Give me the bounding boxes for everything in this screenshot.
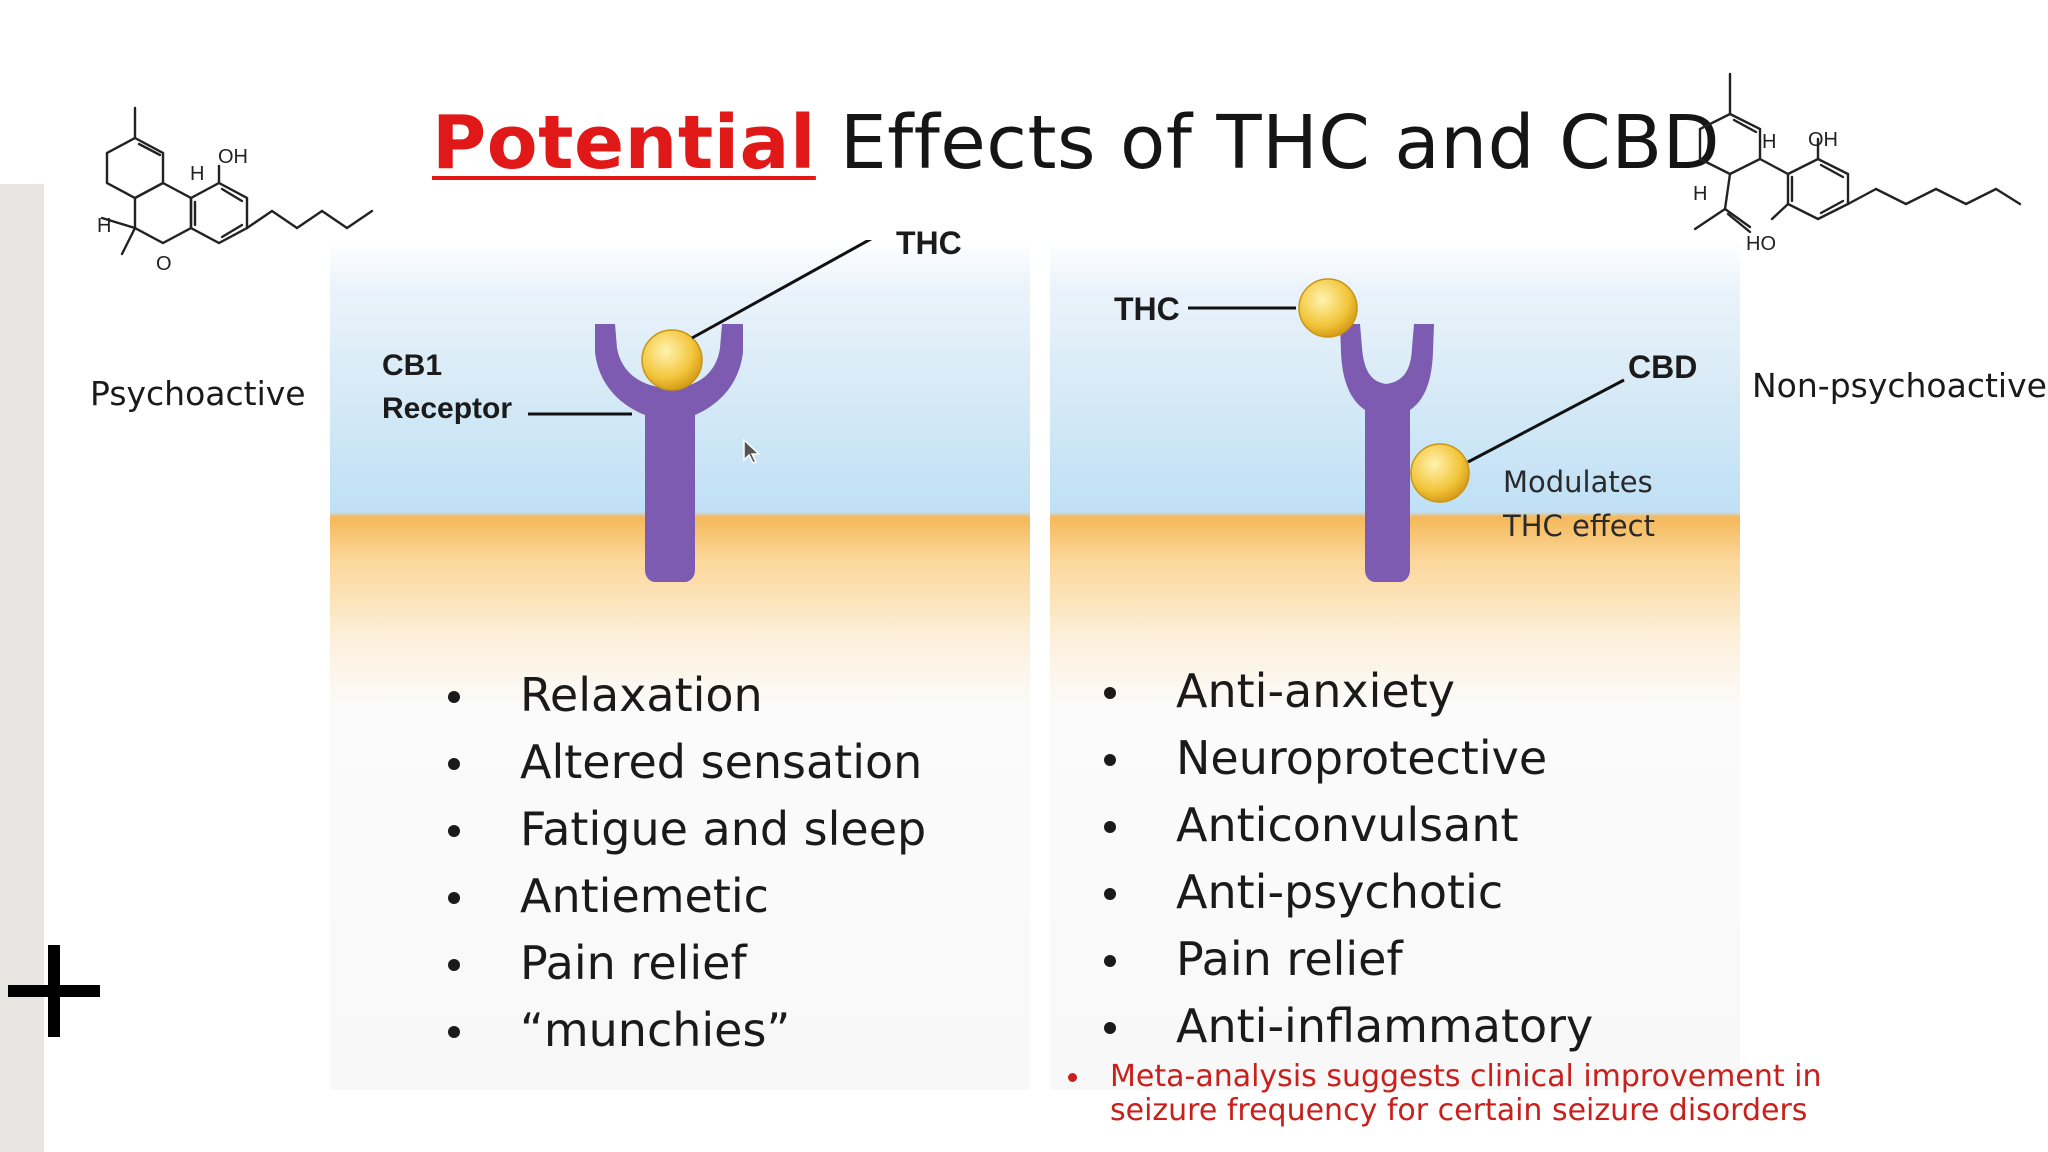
list-item: Anticonvulsant <box>1104 792 1593 859</box>
slide-title: Potential Effects of THC and CBD <box>432 100 1720 186</box>
cbd-molecule-structure: H OH H HO <box>1693 72 2022 255</box>
list-item: Fatigue and sleep <box>448 796 926 863</box>
list-item: Anti-anxiety <box>1104 658 1593 725</box>
list-item: Antiemetic <box>448 863 926 930</box>
thc-caption: Psychoactive <box>90 374 306 413</box>
cbd-atom-h-top: H <box>1762 131 1776 153</box>
modulates-text: Modulates THC effect <box>1503 460 1655 548</box>
mouse-cursor-icon <box>743 438 761 464</box>
thc-atom-oh: OH <box>218 146 248 168</box>
cb1-label-line2: Receptor <box>382 392 512 425</box>
modulates-line2: THC effect <box>1503 509 1655 543</box>
thc-ligand-bound <box>641 329 703 391</box>
cbd-label: CBD <box>1628 349 1697 385</box>
list-item: Relaxation <box>448 662 926 729</box>
list-item: Pain relief <box>1104 926 1593 993</box>
cbd-atom-h-left: H <box>1693 183 1707 205</box>
cbd-atom-oh: OH <box>1808 129 1838 151</box>
thc-atom-h-left: H <box>97 215 111 237</box>
thc-receptor-diagram: CB1 Receptor <box>382 240 873 582</box>
list-item: Neuroprotective <box>1104 725 1593 792</box>
footnote: Meta-analysis suggests clinical improvem… <box>1068 1060 1822 1128</box>
svg-text:THC: THC <box>896 225 962 261</box>
thc-ligand-free <box>1298 278 1358 338</box>
cb1-receptor-shape <box>595 324 743 582</box>
cbd-receptor-diagram: THC CBD <box>1114 278 1697 582</box>
cb1-receptor-shape <box>1340 324 1434 582</box>
list-item: “munchies” <box>448 997 926 1064</box>
footnote-bullet <box>1068 1073 1077 1082</box>
cbd-caption: Non-psychoactive <box>1752 366 2047 405</box>
thc-panel: CB1 Receptor Relaxation Altered sensatio… <box>330 240 1030 1090</box>
thc-effects-list: Relaxation Altered sensation Fatigue and… <box>448 662 926 1064</box>
list-item: Altered sensation <box>448 729 926 796</box>
title-emphasis: Potential <box>432 100 816 186</box>
thc-label-top: THC <box>896 225 962 261</box>
list-item: Pain relief <box>448 930 926 997</box>
list-item: Anti-psychotic <box>1104 859 1593 926</box>
footnote-line1: Meta-analysis suggests clinical improvem… <box>1110 1059 1822 1094</box>
cbd-ligand-bound <box>1410 443 1470 503</box>
cb1-label-line1: CB1 <box>382 349 442 382</box>
footnote-line2: seizure frequency for certain seizure di… <box>1110 1093 1808 1128</box>
modulates-line1: Modulates <box>1503 465 1653 499</box>
cbd-effects-list: Anti-anxiety Neuroprotective Anticonvuls… <box>1104 658 1593 1060</box>
cbd-panel: THC CBD Modulates THC effect Anti-anxiet… <box>1050 240 1740 1090</box>
thc-atom-o: O <box>156 253 172 275</box>
cbd-atom-ho: HO <box>1746 233 1776 255</box>
title-rest: Effects of THC and CBD <box>815 100 1721 186</box>
thc-atom-h-top: H <box>190 163 204 185</box>
list-item: Anti-inflammatory <box>1104 993 1593 1060</box>
plus-icon[interactable] <box>8 945 100 1037</box>
thc-molecule-structure: OH H H O <box>97 106 374 275</box>
thc-label-free: THC <box>1114 291 1180 327</box>
